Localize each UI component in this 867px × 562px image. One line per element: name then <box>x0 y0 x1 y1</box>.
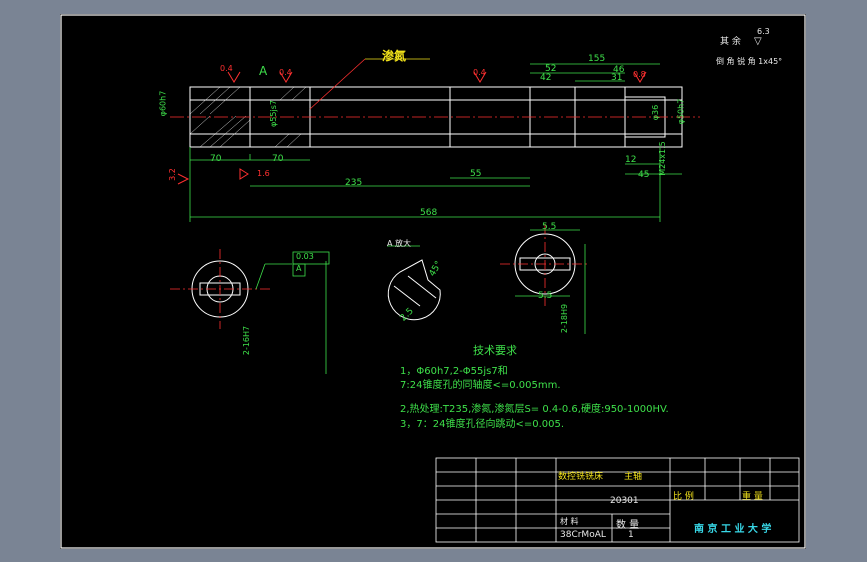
roughness-symbols <box>177 71 647 185</box>
roughness-value: 0.4 <box>473 68 486 77</box>
title-block-material-label: 材 料 <box>560 517 579 526</box>
tech-requirements-title: 技术要求 <box>473 344 517 357</box>
datum-a-label: A <box>296 264 302 273</box>
section-a-label: A <box>259 64 268 78</box>
drawing-sheet: 其 余 6.3 ▽ 倒 角 锐 角 1x45° 渗氮 A 0.4 0.4 0.4… <box>60 14 806 549</box>
dim-dia-50: φ50h7 <box>676 98 686 125</box>
title-block-grid <box>435 457 800 543</box>
title-block-part: 主轴 <box>624 472 643 482</box>
roughness-value: 1.6 <box>257 169 270 178</box>
tech-requirement-line: 1，Φ60h7,2-Φ55js7和 <box>400 366 508 377</box>
roughness-note-label: 其 余 <box>720 37 741 47</box>
dimension-lines <box>189 63 682 374</box>
dim-dia-60: φ60h7 <box>158 90 168 117</box>
title-block-school: 南 京 工 业 大 学 <box>694 524 772 535</box>
dim-dia-55: φ55js7 <box>268 100 278 127</box>
roughness-value: 3.2 <box>167 168 177 181</box>
dim-568: 568 <box>420 208 438 218</box>
roughness-note-value: 6.3 <box>757 27 770 36</box>
dim-31: 31 <box>611 73 623 83</box>
roughness-value: 0.4 <box>279 68 292 77</box>
dim-70-right: 70 <box>272 154 284 164</box>
dim-55: 55 <box>470 169 482 179</box>
dim-thread-m24: M24x1.5 <box>657 141 667 176</box>
roughness-value: 0.8 <box>633 70 646 79</box>
dim-46: 46 <box>613 65 625 75</box>
title-block-weight-label: 重 量 <box>742 492 763 502</box>
dim-keyway-16: 2-16H7 <box>242 325 252 356</box>
dim-70-left: 70 <box>210 154 222 164</box>
dim-52: 52 <box>545 64 557 74</box>
detail-a-title: A 放大 <box>387 239 412 248</box>
drawing-frame <box>60 14 806 549</box>
title-block-quantity-label: 数 量 <box>616 520 640 531</box>
dim-dia-36: φ36 <box>651 104 661 121</box>
dim-12: 12 <box>625 155 637 165</box>
dim-5.5-top: 5.5 <box>542 222 557 232</box>
title-block-scale-label: 比 例 <box>673 492 694 502</box>
dim-keyway-18: 2-18H9 <box>560 303 570 334</box>
tech-requirement-line: 7:24锥度孔的同轴度<=0.005mm. <box>400 380 561 391</box>
title-block-product: 数控铣铣床 <box>558 472 604 482</box>
dim-5.5-bottom: 5.5 <box>538 291 553 301</box>
detail-a-view <box>387 259 441 321</box>
title-block-drawing-no: 20301 <box>610 496 639 506</box>
chamfer-note: 倒 角 锐 角 1x45° <box>716 57 783 66</box>
title-block-material: 38CrMoAL <box>560 530 606 540</box>
dim-155: 155 <box>588 54 606 64</box>
nitriding-label: 渗氮 <box>382 49 407 63</box>
tech-requirement-line: 3，7：24锥度孔径向跳动<=0.005. <box>400 419 565 430</box>
tech-requirement-line: 2,热处理:T235,渗氮,渗氮层S= 0.4-0.6,硬度:950-1000H… <box>400 404 669 415</box>
title-block-quantity: 1 <box>628 530 634 540</box>
dim-42: 42 <box>540 73 552 83</box>
tolerance-frame-value: 0.03 <box>296 252 314 261</box>
dim-235: 235 <box>345 178 363 188</box>
roughness-triangle-icon: ▽ <box>754 36 762 47</box>
section-hatching <box>189 86 307 148</box>
roughness-value: 0.4 <box>220 64 233 73</box>
dim-45: 45 <box>638 170 650 180</box>
